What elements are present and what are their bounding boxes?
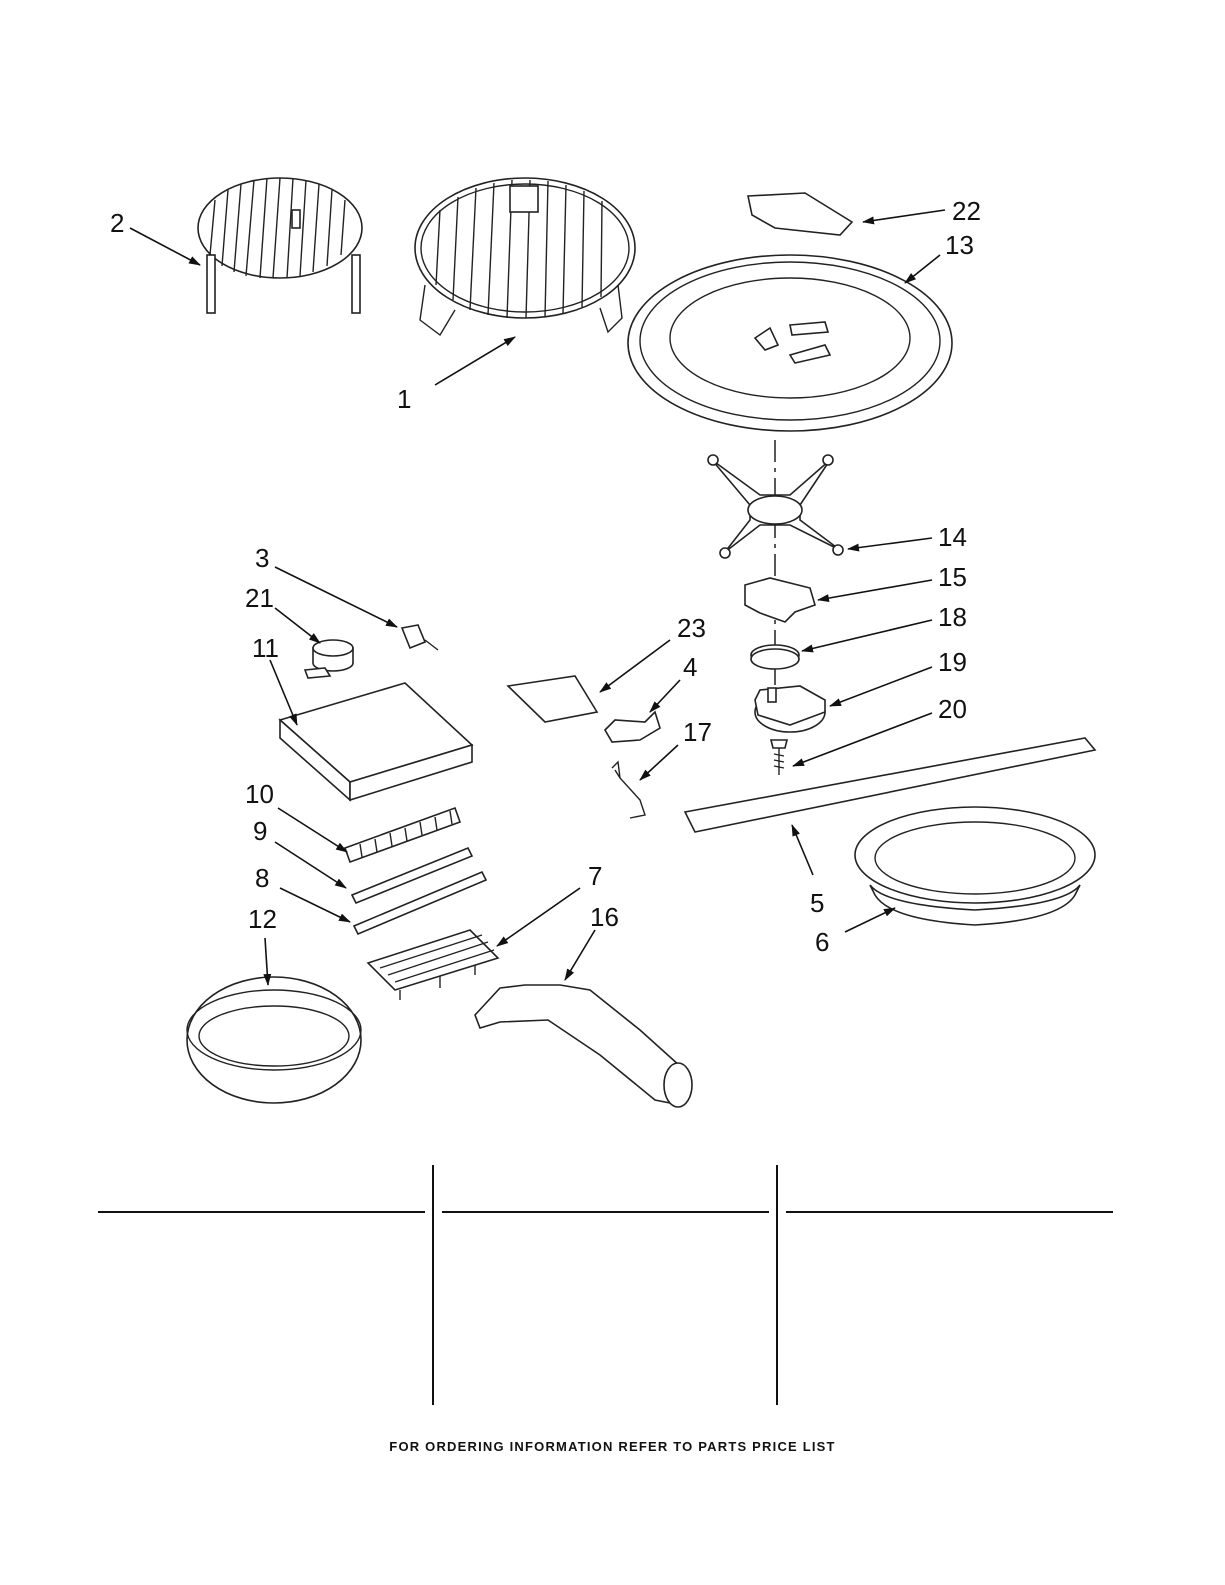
callout-13: 13 [945,230,974,260]
pointer-18 [802,620,932,651]
heating-tube-lower [354,872,486,934]
pointer-11 [270,660,297,725]
pointer-13 [905,255,940,283]
callout-22: 22 [952,196,981,226]
callout-18: 18 [938,602,967,632]
oval-dish [855,807,1095,925]
pointer-10 [278,808,347,852]
callout-12: 12 [248,904,277,934]
pointer-17 [640,745,678,780]
callout-23: 23 [677,613,706,643]
turntable-motor [755,686,825,732]
callout-4: 4 [683,652,697,682]
round-pan [187,977,361,1103]
plate [508,676,597,722]
pointer-8 [280,888,350,922]
pointer-23 [600,640,670,692]
heating-tube-upper [352,848,472,903]
pointer-6 [845,908,895,932]
callout-16: 16 [590,902,619,932]
callout-15: 15 [938,562,967,592]
pointer-3 [275,567,397,627]
pointer-15 [818,580,932,600]
callout-7: 7 [588,861,602,891]
callout-2: 2 [110,208,124,238]
callout-5: 5 [810,888,824,918]
callout-3: 3 [255,543,269,573]
callout-8: 8 [255,863,269,893]
callout-6: 6 [815,927,829,957]
pointer-4 [650,680,680,712]
ordering-note: FOR ORDERING INFORMATION REFER TO PARTS … [0,1439,1225,1454]
element-screen [345,808,460,862]
callout-19: 19 [938,647,967,677]
small-wire-rack [198,178,362,313]
handle [475,985,692,1107]
thermostat [305,640,353,678]
pointer-9 [275,842,346,888]
pointer-1 [435,337,515,385]
callout-1: 1 [397,384,411,414]
callout-10: 10 [245,779,274,809]
callout-21: 21 [245,583,274,613]
pointer-22 [863,210,945,222]
pointer-7 [497,888,580,946]
spring-clip [612,762,645,818]
callout-17: 17 [683,717,712,747]
coupler [745,578,815,622]
parts-table-grid [98,1165,1113,1405]
turntable-tray [628,255,952,431]
small-cover-plate [748,193,852,235]
pointer-19 [830,667,932,706]
pointer-5 [792,825,813,875]
pointer-21 [275,608,320,643]
callout-20: 20 [938,694,967,724]
callout-9: 9 [253,816,267,846]
pointer-2 [130,228,200,265]
pointer-16 [565,930,595,980]
screw [771,740,787,775]
callout-14: 14 [938,522,967,552]
latch [605,712,660,742]
pointer-14 [848,538,932,549]
connector [402,625,438,650]
callout-11: 11 [252,633,279,663]
heater-cover [280,683,472,800]
element-guard [368,930,498,1000]
coupler-disc [751,645,799,669]
tall-wire-rack [415,178,635,335]
